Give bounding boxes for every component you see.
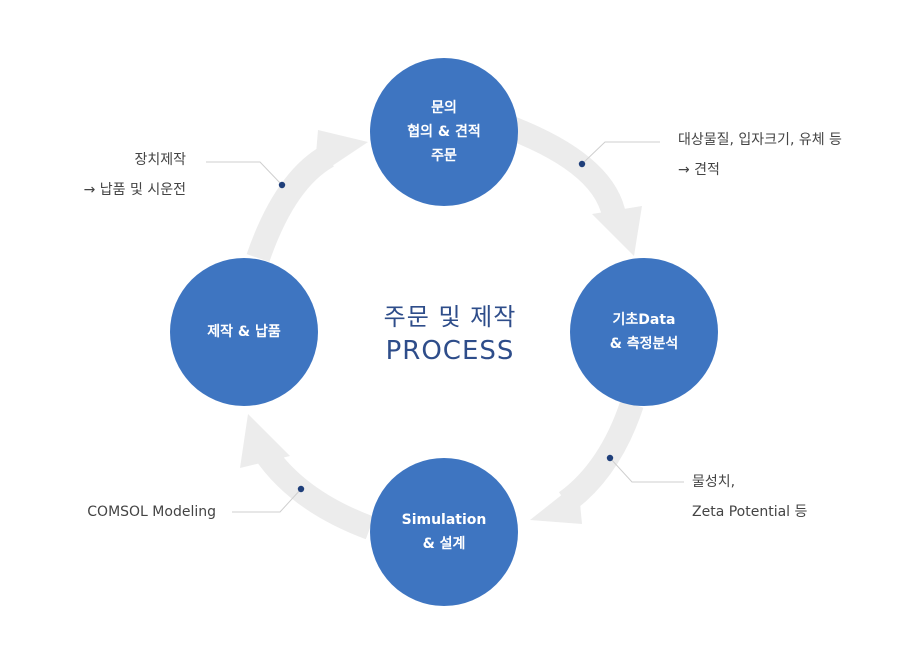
- center-title-english: PROCESS: [385, 336, 515, 366]
- arrowhead-left-to-top: [314, 130, 368, 178]
- note-top-left-line-1: 장치제작: [134, 152, 186, 168]
- node-inquiry-line-2: 협의 & 견적: [407, 124, 481, 140]
- note-bottom-right: 물성치, Zeta Potential 등: [692, 467, 807, 527]
- leader-bottom-right: [606, 454, 684, 483]
- node-basic-data: 기초Data & 측정분석: [570, 258, 718, 406]
- note-top-right-line-1: 대상물질, 입자크기, 유체 등: [678, 132, 842, 148]
- node-simulation-line-1: Simulation: [401, 512, 487, 528]
- node-inquiry-line-1: 문의: [431, 100, 457, 116]
- node-simulation-line-2: & 설계: [422, 536, 466, 552]
- center-title-korean: 주문 및 제작: [383, 303, 517, 331]
- node-basic-data-line-1: 기초Data: [612, 312, 676, 328]
- node-manufacturing: 제작 & 납품: [170, 258, 318, 406]
- note-top-right-line-2: → 견적: [678, 162, 720, 178]
- arrowhead-top-to-right: [592, 206, 642, 256]
- note-top-left-line-2: → 납품 및 시운전: [83, 182, 186, 198]
- arrowhead-right-to-bottom: [530, 482, 582, 524]
- note-bottom-right-line-1: 물성치,: [692, 474, 736, 490]
- leader-top-left: [206, 161, 286, 189]
- leader-top-right: [578, 141, 660, 168]
- node-inquiry-line-3: 주문: [431, 148, 457, 164]
- note-top-left: 장치제작 → 납품 및 시운전: [62, 145, 186, 205]
- note-bottom-left: COMSOL Modeling: [70, 497, 216, 527]
- note-bottom-right-line-2: Zeta Potential 등: [692, 504, 808, 520]
- arrowhead-bottom-to-left: [240, 414, 290, 468]
- note-bottom-left-line-1: COMSOL Modeling: [87, 504, 216, 520]
- node-simulation: Simulation & 설계: [370, 458, 518, 606]
- leader-bottom-left: [232, 485, 305, 513]
- arrow-top-to-right: [501, 114, 627, 224]
- node-manufacturing-line-1: 제작 & 납품: [207, 324, 281, 340]
- arrow-bottom-to-left: [251, 441, 375, 540]
- note-top-right: 대상물질, 입자크기, 유체 등 → 견적: [678, 125, 842, 185]
- center-title: 주문 및 제작 PROCESS: [330, 300, 570, 368]
- node-basic-data-line-2: & 측정분석: [609, 336, 679, 352]
- node-inquiry: 문의 협의 & 견적 주문: [370, 58, 518, 206]
